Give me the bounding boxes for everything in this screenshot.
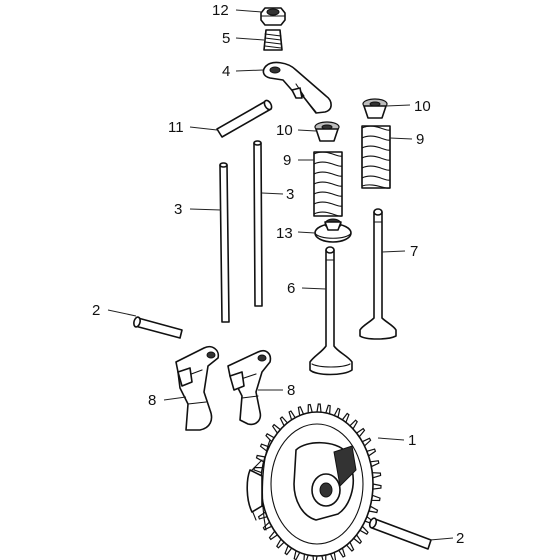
callout-13: 13 <box>276 225 293 242</box>
part-3-push-rod-left <box>219 162 230 323</box>
callout-9-right: 9 <box>416 131 424 148</box>
callout-2-top: 2 <box>92 302 100 319</box>
callout-2-bottom: 2 <box>456 530 464 547</box>
callout-6: 6 <box>287 280 295 297</box>
callout-7: 7 <box>410 243 418 260</box>
part-9-spring-left <box>313 151 343 217</box>
part-9-spring-right <box>361 125 391 189</box>
callout-8-left: 8 <box>148 392 156 409</box>
callout-labels: 12 5 4 10 11 10 9 9 3 3 13 7 6 2 8 8 1 2 <box>92 2 464 547</box>
part-5-spring <box>263 29 283 51</box>
callout-5: 5 <box>222 30 230 47</box>
part-7-valve <box>359 208 397 340</box>
part-4-rocker-arm <box>262 61 332 114</box>
part-2-pin-bottom <box>368 517 432 550</box>
part-10-retainer-right <box>362 98 388 119</box>
part-11-pin <box>216 99 273 138</box>
gear-tooth <box>372 483 382 490</box>
part-1-camshaft-gear <box>246 403 382 560</box>
callout-3-right: 3 <box>286 186 294 203</box>
callout-3-left: 3 <box>174 201 182 218</box>
part-8-cam-follower-left <box>175 345 220 431</box>
callout-11: 11 <box>168 119 184 136</box>
callout-4: 4 <box>222 63 230 80</box>
callout-9-left: 9 <box>283 152 291 169</box>
part-2-pin-top <box>133 316 183 339</box>
part-6-valve <box>309 246 353 376</box>
part-12-nut <box>260 7 286 26</box>
callout-10-right: 10 <box>414 98 431 115</box>
callout-1: 1 <box>408 432 416 449</box>
callout-8-right: 8 <box>287 382 295 399</box>
part-13-valve-rotator <box>314 218 352 243</box>
part-8-cam-follower-right <box>227 349 272 426</box>
part-10-retainer-left <box>314 121 340 142</box>
callout-12: 12 <box>212 2 229 19</box>
gear-tooth <box>316 403 322 413</box>
part-3-push-rod-right <box>253 140 263 307</box>
leader-lines <box>107 9 454 541</box>
callout-10-left: 10 <box>276 122 293 139</box>
